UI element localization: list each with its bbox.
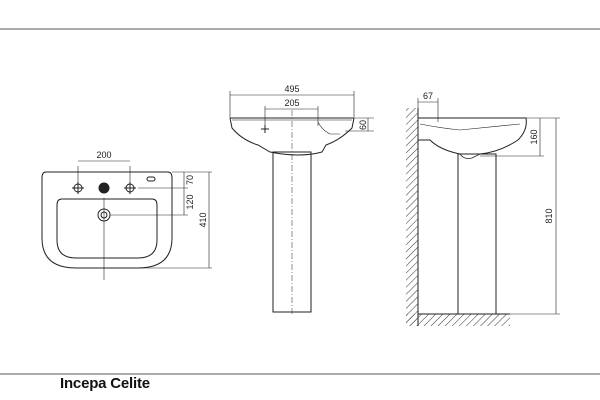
dim-inner-width: 205 [284, 98, 299, 108]
dim-total-height: 810 [544, 208, 554, 223]
basin-front-outline [229, 117, 355, 156]
floor-hatch [406, 314, 510, 326]
dim-wall-offset: 67 [423, 91, 433, 101]
wall-hatch [406, 108, 418, 326]
side-view [406, 98, 560, 326]
top-view [41, 160, 212, 280]
tap-hole-center-icon [98, 182, 110, 194]
dim-bowl-height: 160 [529, 129, 539, 144]
dim-to-outlet: 70 [185, 175, 195, 185]
dim-width: 495 [284, 84, 299, 94]
dim-to-drain: 120 [185, 194, 195, 209]
front-view [229, 91, 374, 316]
dim-tap-spacing: 200 [96, 150, 111, 160]
dim-depth: 410 [198, 212, 208, 227]
basin-side-outline [418, 117, 527, 155]
bowl-outline [56, 198, 158, 259]
dim-rim-height: 60 [358, 120, 368, 130]
tap-mark-icon [261, 125, 269, 133]
overflow-icon [146, 176, 156, 182]
brand-logo-text: Incepa Celite [60, 375, 150, 392]
pedestal-side [457, 153, 497, 315]
